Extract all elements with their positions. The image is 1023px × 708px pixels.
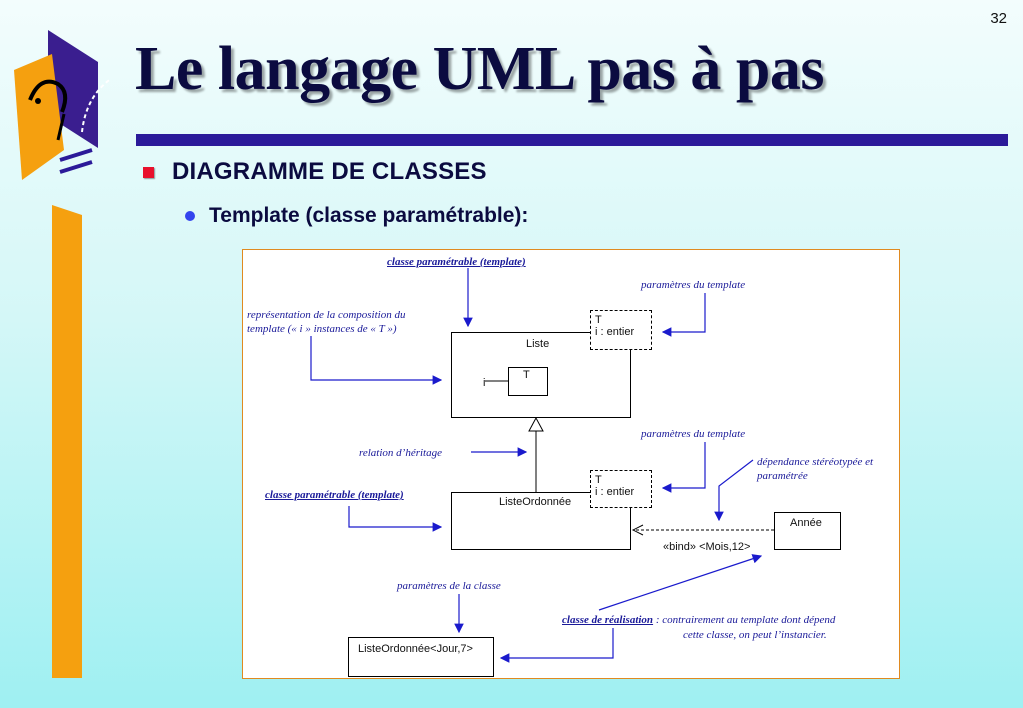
lo-param-i: i : entier	[595, 486, 635, 498]
annotation-composition-1: représentation de la composition du	[247, 309, 406, 321]
class-liste-name: Liste	[526, 338, 550, 350]
inner-class-t	[508, 367, 548, 396]
diagram-arrows	[310, 268, 774, 663]
annotation-dependance-1: dépendance stéréotypée et	[757, 456, 874, 468]
liste-template-params: T i : entier	[590, 310, 652, 350]
class-realisation	[348, 637, 494, 677]
logo-graphic	[14, 30, 110, 678]
annotation-dependance-2: paramétrée	[757, 470, 808, 482]
bullet-level-2: Template (classe paramétrable):	[185, 204, 528, 228]
bind-stereotype-label: «bind» <Mois,12>	[663, 541, 751, 553]
bullet-level-1-text: DIAGRAMME DE CLASSES	[172, 158, 487, 185]
liste-param-t: T	[595, 314, 602, 326]
slide-title: Le langage UML pas à pas	[135, 35, 825, 103]
class-annee	[774, 512, 841, 550]
annotation-realisation-line1: classe de réalisation : contrairement au…	[562, 614, 835, 627]
lo-param-t: T	[595, 474, 602, 486]
annotation-realisation-line2: cette classe, on peut l’instancier.	[683, 629, 827, 641]
liste-param-i: i : entier	[595, 326, 635, 338]
title-underline	[136, 134, 1008, 146]
annotation-heritage: relation d’héritage	[359, 447, 442, 459]
liste-ordonnee-template-params: T i : entier	[590, 470, 652, 508]
class-annee-name: Année	[790, 517, 822, 529]
annotation-params-classe: paramètres de la classe	[397, 580, 501, 592]
square-bullet-icon	[143, 166, 154, 178]
bullet-level-2-text: Template (classe paramétrable):	[209, 204, 529, 227]
annotation-composition-2: template (« i » instances de « T »)	[247, 323, 397, 335]
uml-template-diagram: classe paramétrable (template) paramètre…	[242, 249, 900, 679]
inner-class-t-name: T	[523, 369, 530, 381]
class-liste-ordonnee-name: ListeOrdonnée	[499, 496, 572, 508]
annotation-params-mid: paramètres du template	[641, 428, 746, 440]
annotation-template-mid: classe paramétrable (template)	[265, 489, 404, 501]
annotation-template-top: classe paramétrable (template)	[387, 256, 526, 268]
annotation-realisation-rest1: : contrairement au template dont dépend	[653, 614, 836, 626]
page-number: 32	[990, 10, 1007, 27]
class-realisation-name: ListeOrdonnée<Jour,7>	[358, 643, 473, 655]
composition-multiplicity: i	[483, 377, 486, 389]
annotation-realisation-bold: classe de réalisation	[562, 614, 654, 626]
annotation-params-top: paramètres du template	[641, 279, 746, 291]
dot-bullet-icon	[185, 211, 195, 221]
bullet-level-1: DIAGRAMME DE CLASSES	[143, 158, 487, 186]
